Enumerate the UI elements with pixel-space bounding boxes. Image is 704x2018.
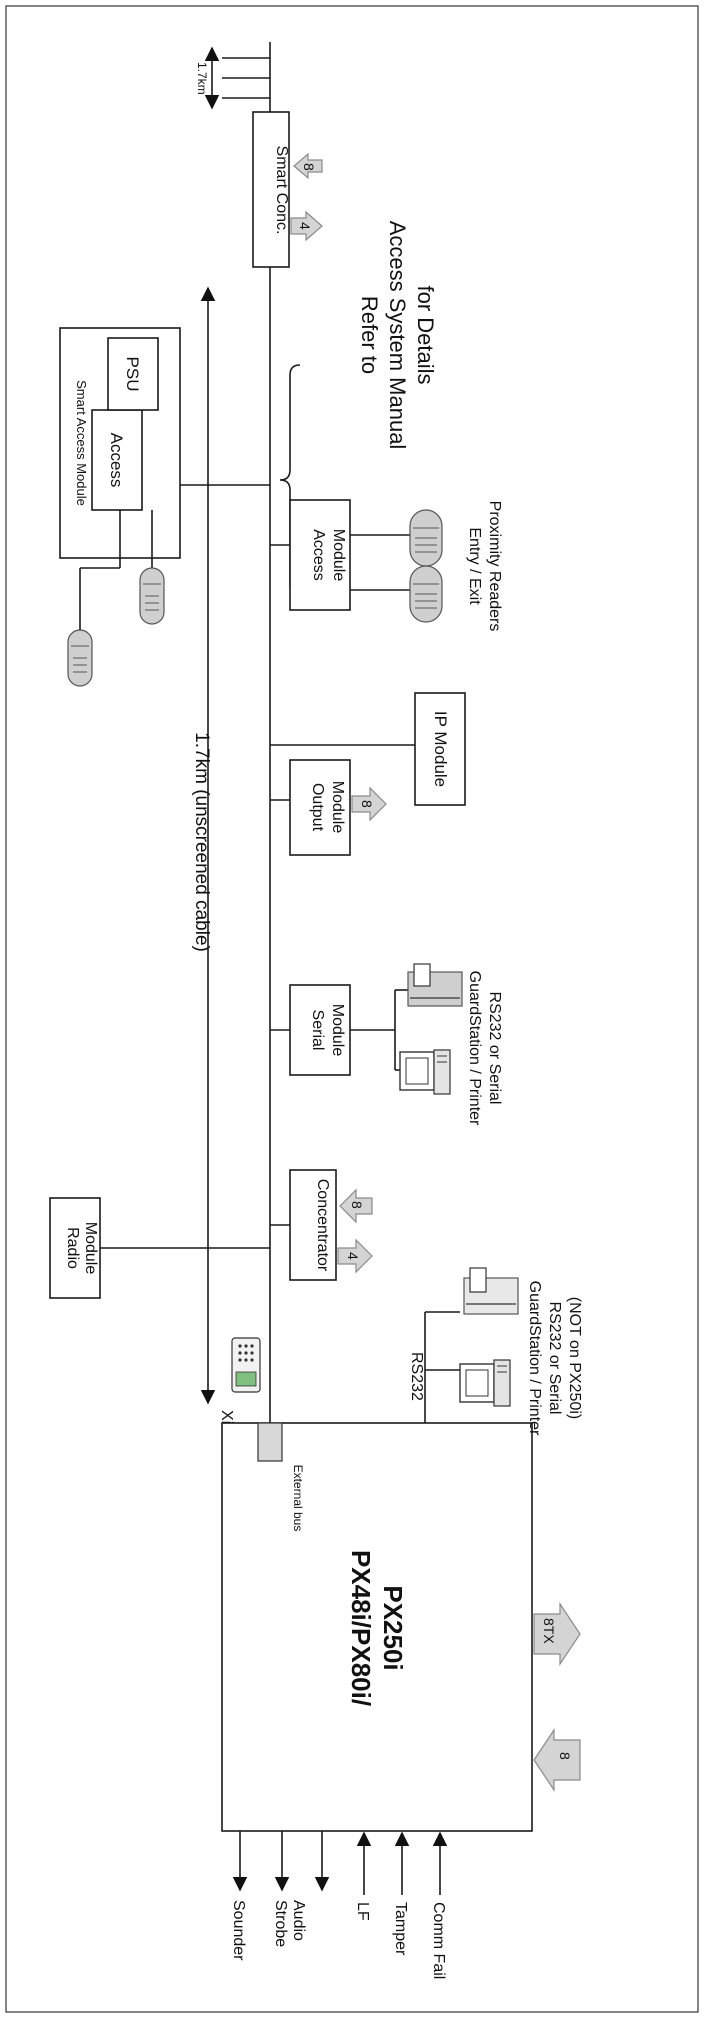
tamper-label: Tamper (392, 1902, 409, 1956)
access-reader-2 (409, 565, 443, 623)
concentrator-out-count: 4 (345, 1252, 361, 1260)
concentrator-module: Concentrator 8 4 (270, 1169, 373, 1281)
panel-guard-line2: RS232 or Serial (546, 1302, 563, 1415)
ip-module-label: IP Module (431, 711, 450, 787)
smart-access-module: Smart Access Module Access PSU (59, 327, 270, 559)
panel-in-count: 8 (557, 1752, 573, 1760)
output-out-count: 8 (359, 800, 375, 808)
concentrator-in-count: 8 (349, 1201, 365, 1209)
output-module-line2: Module (329, 781, 346, 834)
lf-label: LF (354, 1902, 371, 1921)
computer-icon (399, 1049, 451, 1095)
concentrator-out-arrow: 4 (337, 1238, 373, 1274)
readers-label-line1: Entry / Exit (466, 527, 483, 605)
bus-length-label: 1.7km (unscreened cable) (191, 732, 212, 952)
sam-reader-1 (139, 558, 165, 625)
smart-out-arrow: 4 (290, 210, 323, 242)
panel-inputs: LF Tamper Comm Fail (354, 1831, 448, 1979)
panel-out-arrow: 8TX (533, 1602, 581, 1666)
refer-note: Refer to Access System Manual for Detail… (279, 221, 438, 596)
sam-access-label: Access (107, 433, 126, 488)
panel-box (221, 1422, 533, 1832)
panel-rs232-label: RS232 (408, 1352, 425, 1401)
xib-bus: 1.7km (unscreened cable) XiB Bus (191, 110, 271, 1467)
access-module-line1: Access (310, 529, 327, 581)
output-module-line1: Output (309, 783, 326, 832)
smart-in-arrow: 8 (293, 152, 323, 180)
panel-outputs: Sounder Strobe Audio (230, 1831, 330, 1961)
serial-guard-line2: RS232 or Serial (486, 992, 503, 1105)
concentrator-in-arrow: 8 (339, 1188, 373, 1224)
access-reader-1 (409, 509, 443, 567)
branch-length-label: 1.7km (195, 62, 209, 95)
printer-icon (407, 963, 463, 1007)
page-frame (5, 5, 699, 2013)
serial-module-line1: Serial (309, 1010, 326, 1051)
radio-module-line2: Module (82, 1222, 99, 1275)
strobe-label: Strobe (272, 1900, 289, 1947)
smart-conc-module: Smart Conc. 8 4 (252, 111, 323, 268)
smart-conc-label: Smart Conc. (273, 146, 290, 235)
sam-psu-label: PSU (123, 357, 142, 392)
comm-fail-label: Comm Fail (430, 1902, 447, 1979)
smart-in-count: 8 (301, 163, 317, 171)
panel-model-line2: PX250i (378, 1585, 408, 1670)
panel-rs232-link: RS232 (408, 1311, 460, 1423)
panel-guard-line1: GuardStation / Printer (526, 1281, 543, 1436)
printer-icon (463, 1267, 519, 1315)
refer-note-line2: Access System Manual (385, 221, 410, 450)
keypad-icon (231, 1337, 261, 1393)
output-module: Output Module 8 (270, 759, 387, 856)
sam-reader-2 (67, 558, 121, 687)
smart-out-count: 4 (297, 222, 313, 230)
serial-module-line2: Module (329, 1004, 346, 1057)
access-module: Access Module (270, 499, 410, 611)
refer-note-line1: Refer to (357, 296, 382, 374)
output-out-arrow: 8 (351, 786, 387, 822)
control-panel: External bus PX48i/PX80i/ PX250i 8TX 8 (221, 1422, 581, 1832)
external-bus-label: External bus (291, 1465, 305, 1532)
radio-module-line1: Radio (64, 1227, 81, 1269)
branch-top: 1.7km (195, 42, 271, 110)
computer-icon (459, 1359, 511, 1407)
sam-title: Smart Access Module (74, 380, 89, 506)
sam-psu-box (107, 337, 159, 411)
refer-note-line3: for Details (413, 285, 438, 384)
readers-label-line2: Proximity Readers (486, 501, 503, 632)
panel-in-arrow: 8 (533, 1728, 581, 1792)
external-bus-connector (257, 1422, 283, 1462)
audio-label: Audio (290, 1900, 307, 1941)
sounder-label: Sounder (230, 1900, 247, 1961)
radio-module: Radio Module (49, 1197, 270, 1299)
ip-module: IP Module (270, 692, 466, 806)
concentrator-label: Concentrator (314, 1179, 331, 1272)
panel-model-line1: PX48i/PX80i/ (346, 1550, 376, 1706)
serial-module: Serial Module (270, 984, 408, 1076)
panel-guard-line3: (NOT on PX250i) (566, 1297, 583, 1419)
serial-guard-line1: GuardStation / Printer (466, 971, 483, 1126)
access-module-line2: Module (330, 529, 347, 582)
panel-out-count: 8TX (541, 1618, 557, 1644)
